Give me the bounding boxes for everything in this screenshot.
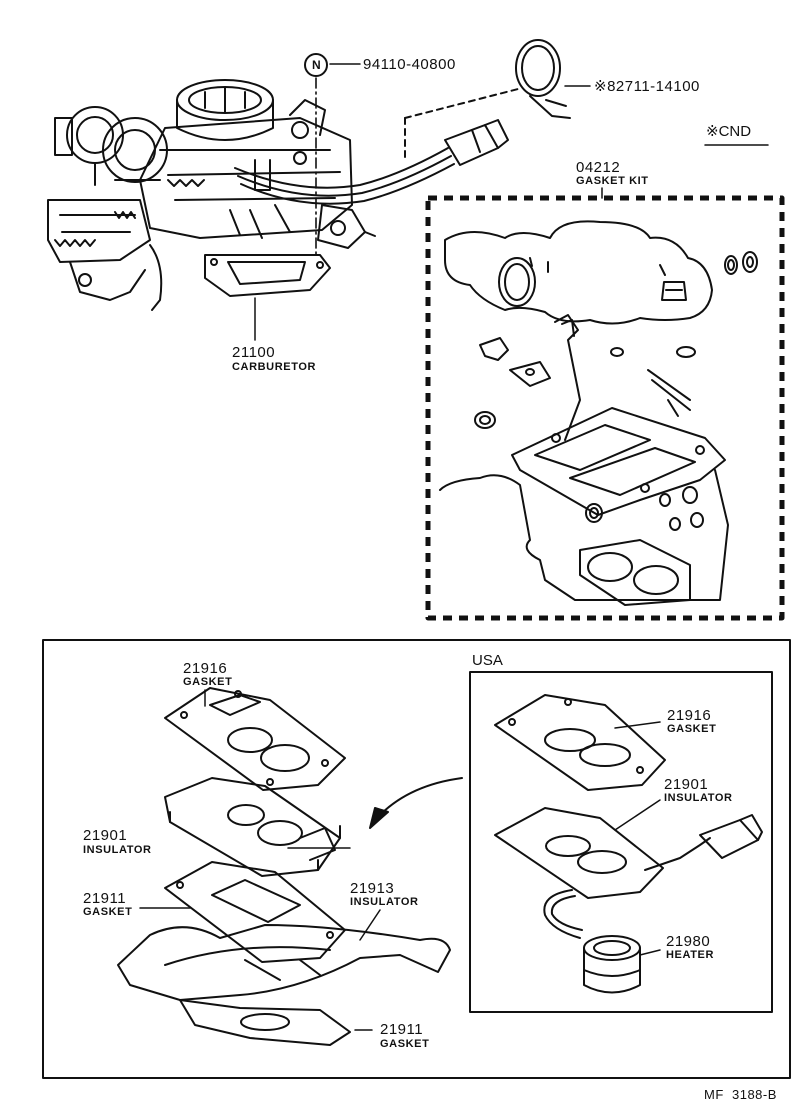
usa-heater-name: HEATER	[666, 949, 715, 961]
upper-gasket-name: GASKET	[183, 676, 233, 688]
lower-panel-border	[42, 639, 791, 1079]
clip-marker-letter: N	[312, 58, 322, 72]
stack-drawing	[117, 687, 463, 1046]
cnd-note: ※CND	[706, 123, 752, 140]
carb-part-name: CARBURETOR	[232, 361, 317, 373]
mid-gasket-name: GASKET	[83, 906, 133, 918]
insulator-number: 21901	[83, 827, 128, 844]
usa-insulator-number: 21901	[664, 776, 709, 793]
usa-gasket-number: 21916	[667, 707, 712, 724]
usa-drawing	[494, 694, 763, 994]
insulator2-name: INSULATOR	[350, 896, 419, 908]
kit-part-number: 04212	[576, 159, 621, 176]
upper-gasket-number: 21916	[183, 660, 228, 677]
kit-part-name: GASKET KIT	[576, 175, 649, 187]
mid-gasket-number: 21911	[83, 890, 127, 907]
insulator-name: INSULATOR	[83, 844, 152, 856]
usa-insulator-name: INSULATOR	[664, 792, 733, 804]
gasket-kit-border	[425, 195, 785, 621]
usa-box-border	[469, 671, 773, 1013]
lower-gasket-number: 21911	[380, 1021, 424, 1038]
insulator2-number: 21913	[350, 880, 395, 897]
footer-code: MF 3188-B	[704, 1087, 777, 1102]
band-part-number: ※82711-14100	[594, 78, 700, 95]
carb-part-number: 21100	[232, 344, 276, 361]
usa-title: USA	[472, 652, 503, 669]
carburetor-drawing	[47, 39, 769, 341]
usa-gasket-name: GASKET	[667, 723, 717, 735]
gasket-kit-drawing	[439, 220, 758, 606]
lower-gasket-name: GASKET	[380, 1038, 430, 1050]
clip-marker-circle	[304, 53, 328, 77]
usa-heater-number: 21980	[666, 933, 711, 950]
clip-part-number: 94110-40800	[363, 56, 456, 73]
